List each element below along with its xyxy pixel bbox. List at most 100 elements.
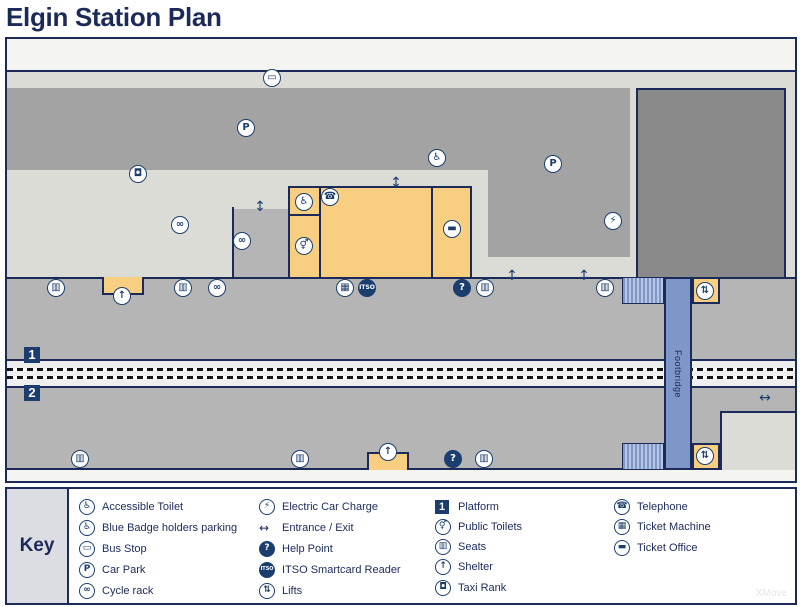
key-item-label: Entrance / Exit <box>282 522 354 534</box>
telephone-icon[interactable] <box>321 188 339 206</box>
seats-icon[interactable] <box>475 450 493 468</box>
cycle-rack-icon[interactable] <box>208 279 226 297</box>
entrance-exit-icon: ↔ <box>759 390 771 406</box>
cycle-rack-icon[interactable] <box>171 216 189 234</box>
car-park-icon[interactable] <box>237 119 255 137</box>
taxi-rank-icon[interactable] <box>129 165 147 183</box>
seats-icon <box>435 539 451 555</box>
key-item-label: Taxi Rank <box>458 582 507 594</box>
ticket-office-icon[interactable] <box>443 220 461 238</box>
key-item-label: Ticket Machine <box>637 521 711 533</box>
platform-number-icon: 1 <box>435 500 449 514</box>
help-point-icon <box>259 541 275 557</box>
itso-reader-icon <box>259 562 275 578</box>
station-map: Footbridge 1 2 ↕ ↕ ↕ ↕ ↔ <box>5 37 797 483</box>
footbridge: Footbridge <box>664 277 692 470</box>
key-item: Ticket Office <box>614 539 698 557</box>
watermark: XMove <box>755 588 787 599</box>
key-item-label: ITSO Smartcard Reader <box>282 564 401 576</box>
key-item-label: Blue Badge holders parking <box>102 522 238 534</box>
seats-icon[interactable] <box>596 279 614 297</box>
stairs-north <box>622 277 664 304</box>
public-toilets-icon[interactable] <box>295 237 313 255</box>
key-item-label: Public Toilets <box>458 521 522 533</box>
station-building <box>288 186 472 279</box>
seats-icon[interactable] <box>47 279 65 297</box>
help-point-icon[interactable] <box>453 279 471 297</box>
lift-icon[interactable] <box>696 447 714 465</box>
electric-car-charge-icon[interactable] <box>604 212 622 230</box>
boundary-line <box>7 70 795 72</box>
ticket-machine-icon <box>614 519 630 535</box>
car-park-icon <box>79 562 95 578</box>
entrance-exit-icon: ↕ <box>506 268 518 284</box>
building-block <box>636 88 786 279</box>
blue-badge-parking-icon <box>79 520 95 536</box>
bus-stop-icon <box>79 541 95 557</box>
ticket-machine-icon[interactable] <box>336 279 354 297</box>
taxi-rank-icon <box>435 580 451 596</box>
key-item: Public Toilets <box>435 518 522 536</box>
exit-path <box>720 411 795 470</box>
key-item: 1 Platform <box>435 498 499 516</box>
key-item-label: Telephone <box>637 501 688 513</box>
key-item: Electric Car Charge <box>259 498 378 516</box>
help-point-icon[interactable] <box>444 450 462 468</box>
key-item: Car Park <box>79 561 145 579</box>
platform-1-number: 1 <box>24 347 40 363</box>
car-park-area <box>7 88 630 170</box>
key-item: Bus Stop <box>79 540 147 558</box>
platform-2-number: 2 <box>24 385 40 401</box>
seats-icon[interactable] <box>71 450 89 468</box>
map-key: Key Accessible Toilet Blue Badge holders… <box>5 487 797 605</box>
key-item: ↔ Entrance / Exit <box>259 519 354 537</box>
itso-reader-icon[interactable] <box>358 279 376 297</box>
footbridge-label: Footbridge <box>673 349 683 398</box>
lift-south-box <box>692 443 720 470</box>
key-item: Taxi Rank <box>435 579 506 597</box>
key-item: Ticket Machine <box>614 518 711 536</box>
entrance-exit-icon: ↕ <box>254 199 266 215</box>
key-item-label: Shelter <box>458 561 493 573</box>
key-item-label: Seats <box>458 541 487 553</box>
cycle-rack-icon[interactable] <box>233 232 251 250</box>
seats-icon[interactable] <box>174 279 192 297</box>
wall <box>431 186 433 279</box>
shelter-icon[interactable] <box>379 443 397 461</box>
railway-tracks <box>7 361 795 386</box>
bus-stop-icon[interactable] <box>263 69 281 87</box>
stairs-south <box>622 443 664 470</box>
wall <box>319 186 321 279</box>
accessible-toilet-icon[interactable] <box>295 193 313 211</box>
key-item: Seats <box>435 538 486 556</box>
wall <box>288 214 320 216</box>
key-item-label: Ticket Office <box>637 542 698 554</box>
entrance-exit-icon: ↔ <box>259 521 270 535</box>
key-item: Help Point <box>259 540 333 558</box>
key-item-label: Electric Car Charge <box>282 501 378 513</box>
ticket-office-icon <box>614 540 630 556</box>
blue-badge-parking-icon[interactable] <box>428 149 446 167</box>
electric-car-charge-icon <box>259 499 275 515</box>
key-item-label: Bus Stop <box>102 543 147 555</box>
key-item-label: Lifts <box>282 585 303 597</box>
key-item-label: Car Park <box>102 564 146 576</box>
shelter-icon[interactable] <box>113 287 131 305</box>
accessible-toilet-icon <box>79 499 95 515</box>
entrance-exit-icon: ↕ <box>390 175 402 191</box>
key-item: Cycle rack <box>79 582 153 600</box>
key-item-label: Cycle rack <box>102 585 154 597</box>
key-label: Key <box>7 489 69 603</box>
key-item-label: Platform <box>458 501 499 513</box>
public-toilets-icon <box>435 519 451 535</box>
lift-icon[interactable] <box>696 282 714 300</box>
key-item: Accessible Toilet <box>79 498 183 516</box>
key-item: ITSO Smartcard Reader <box>259 561 401 579</box>
cycle-rack-icon <box>79 583 95 599</box>
seats-icon[interactable] <box>476 279 494 297</box>
seats-icon[interactable] <box>291 450 309 468</box>
key-item: Blue Badge holders parking <box>79 519 237 537</box>
key-item-label: Help Point <box>282 543 333 555</box>
key-item: Telephone <box>614 498 688 516</box>
car-park-icon[interactable] <box>544 155 562 173</box>
